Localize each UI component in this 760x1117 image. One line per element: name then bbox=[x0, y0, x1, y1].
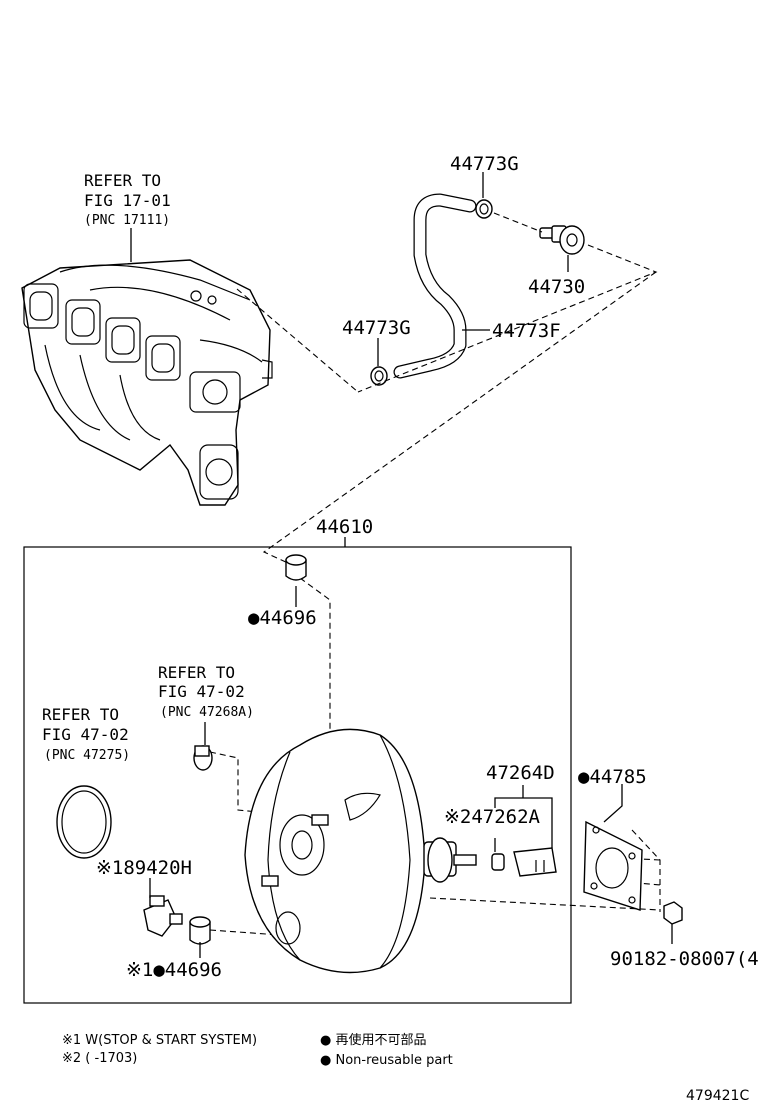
booster-assembly-frame bbox=[23, 546, 572, 1004]
label-44696-top: ●44696 bbox=[248, 607, 317, 629]
label-44773f: 44773F bbox=[492, 320, 561, 342]
ref-left-line2: FIG 47-02 bbox=[42, 725, 129, 744]
ref-manifold-line1: REFER TO bbox=[84, 171, 161, 190]
dashed-connectors bbox=[209, 212, 661, 936]
label-44773g-top: 44773G bbox=[450, 153, 519, 175]
gasket-44785 bbox=[583, 820, 643, 911]
label-44785: ●44785 bbox=[578, 766, 647, 788]
nut-47262a bbox=[491, 853, 505, 871]
label-47264d: 47264D bbox=[486, 762, 555, 784]
hose-clip-top bbox=[475, 199, 493, 219]
ref-left-line3: (PNC 47275) bbox=[44, 748, 130, 763]
check-valve bbox=[539, 225, 585, 255]
label-89420h: ※189420H bbox=[96, 857, 192, 879]
figure-id: 479421C bbox=[686, 1088, 749, 1104]
label-44773g-mid: 44773G bbox=[342, 317, 411, 339]
fitting-47268a bbox=[193, 745, 213, 771]
footnotes: ※1 W(STOP & START SYSTEM) ※2 ( -1703) ● … bbox=[62, 1032, 453, 1068]
ref-mid-line1: REFER TO bbox=[158, 663, 235, 682]
ref-mid-line3: (PNC 47268A) bbox=[160, 705, 254, 720]
manifold-reference: REFER TO FIG 17-01 (PNC 17111) bbox=[84, 171, 171, 228]
nut-90182 bbox=[663, 901, 683, 925]
mid-reference: REFER TO FIG 47-02 (PNC 47268A) bbox=[158, 663, 254, 720]
note-1-left: ※1 W(STOP & START SYSTEM) bbox=[62, 1033, 257, 1048]
label-90182: 90182-08007(4) bbox=[610, 948, 760, 970]
brake-booster bbox=[244, 728, 477, 974]
seal-ring bbox=[56, 785, 112, 859]
note-2-right: ● Non-reusable part bbox=[320, 1053, 453, 1068]
label-44730: 44730 bbox=[528, 276, 585, 298]
grommet-top bbox=[285, 554, 307, 581]
grommet-bottom bbox=[189, 916, 211, 945]
note-2-left: ※2 ( -1703) bbox=[62, 1051, 137, 1066]
ref-left-line1: REFER TO bbox=[42, 705, 119, 724]
intake-manifold bbox=[21, 259, 273, 506]
sensor-89420h bbox=[143, 895, 183, 937]
hose-clip-mid bbox=[370, 366, 388, 386]
label-44696-bottom: ※1●44696 bbox=[126, 959, 222, 981]
ref-manifold-line3: (PNC 17111) bbox=[84, 213, 170, 228]
left-reference: REFER TO FIG 47-02 (PNC 47275) bbox=[42, 705, 130, 763]
label-47262a: ※247262A bbox=[444, 806, 541, 828]
vacuum-hose bbox=[393, 193, 477, 379]
bracket-47264d bbox=[513, 847, 557, 877]
note-1-right: ● 再使用不可部品 bbox=[320, 1032, 426, 1048]
label-44610: 44610 bbox=[316, 516, 373, 538]
ref-manifold-line2: FIG 17-01 bbox=[84, 191, 171, 210]
ref-mid-line2: FIG 47-02 bbox=[158, 682, 245, 701]
